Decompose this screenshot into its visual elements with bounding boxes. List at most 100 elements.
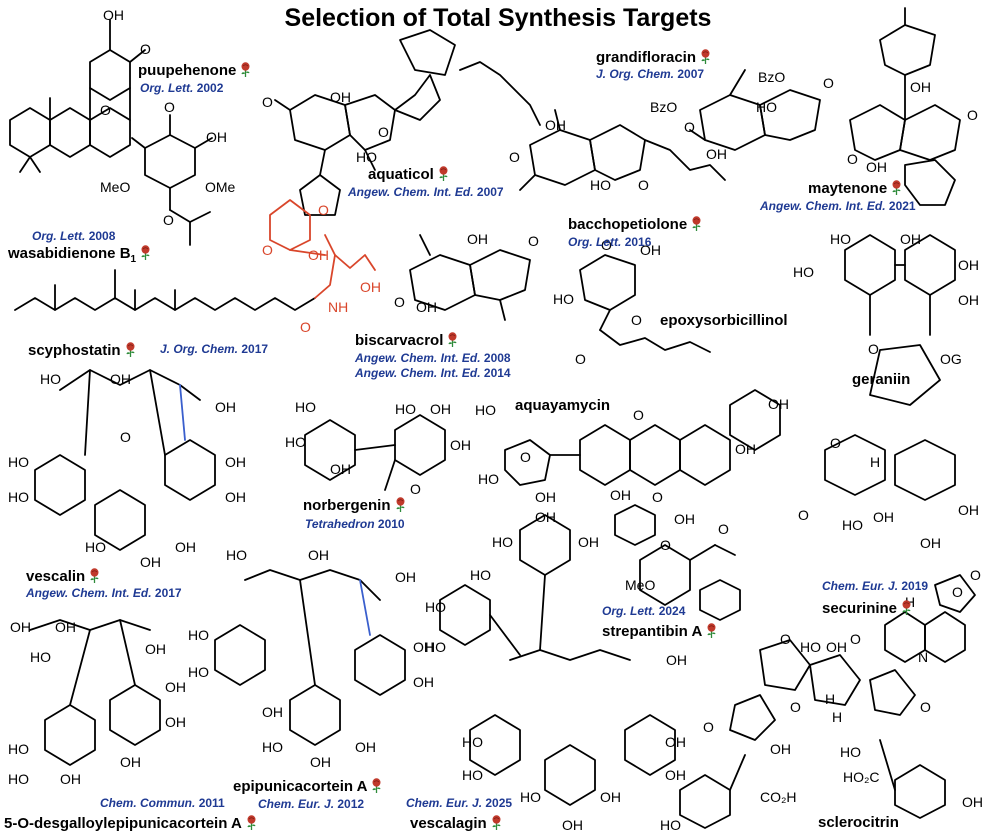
target-name-epipunicacortein: epipunicacortein A <box>233 778 382 795</box>
atom-oh: OH <box>262 704 283 720</box>
rose-icon <box>491 815 502 830</box>
atom-o: O <box>394 294 405 310</box>
atom-o: O <box>638 177 649 193</box>
atom-bzo: BzO <box>758 69 786 85</box>
atom-o: O <box>262 242 273 258</box>
target-ref-biscarvacrol-1: Angew. Chem. Int. Ed. 2008 <box>355 351 511 365</box>
atom-o: O <box>163 212 174 228</box>
atom-oh: OH <box>103 7 124 23</box>
atom-o: O <box>830 435 841 451</box>
atom-oh: OH <box>674 511 695 527</box>
atom-ho: HO <box>462 734 483 750</box>
atom-h: H <box>825 691 836 707</box>
atom-ho: HO <box>85 539 106 555</box>
target-name-securinine: securinine <box>822 600 912 617</box>
rose-icon <box>140 245 151 260</box>
atom-ho: HO <box>492 534 513 550</box>
atom-oh: OH <box>55 619 76 635</box>
target-name-geraniin: geraniin <box>852 371 911 388</box>
atom-oh: OH <box>600 789 621 805</box>
atom-oh: OH <box>430 401 451 417</box>
atom-oh: OH <box>562 817 583 833</box>
atom-oh: OH <box>10 619 31 635</box>
atom-o: O <box>120 429 131 445</box>
atom-oh: OH <box>175 539 196 555</box>
atom-ho: HO <box>842 517 863 533</box>
atom-ho: HO <box>470 567 491 583</box>
atom-oh: OH <box>165 679 186 695</box>
atom-oh: OH <box>225 454 246 470</box>
atom-ho: HO <box>8 489 29 505</box>
atom-ho: HO <box>520 789 541 805</box>
rose-icon <box>447 332 458 347</box>
target-ref-grandifloracin: J. Org. Chem. 2007 <box>596 67 705 81</box>
atom-oh: OH <box>310 754 331 770</box>
atom-oh: OH <box>610 487 631 503</box>
target-name-puupehenone: puupehenone <box>138 62 251 79</box>
target-ref-epipunicacortein: Chem. Eur. J. 2012 <box>258 797 365 811</box>
atom-o: O <box>780 631 791 647</box>
atom-oh: OH <box>330 461 351 477</box>
norbergenin-structure <box>304 414 446 491</box>
puupehenone-structure <box>9 19 146 173</box>
atom-bzo: BzO <box>650 99 678 115</box>
atom-ho: HO <box>793 264 814 280</box>
atom-o: O <box>601 237 612 253</box>
atom-ho: HO <box>462 767 483 783</box>
atom-o: O <box>520 449 531 465</box>
rose-icon <box>240 62 251 77</box>
atom-o: O <box>718 521 729 537</box>
rose-icon <box>395 497 406 512</box>
atom-oh: OH <box>900 231 921 247</box>
rose-icon <box>125 342 136 357</box>
atom-o: O <box>318 202 329 218</box>
sclerocitrin-structure <box>679 639 946 829</box>
atom-oh: OH <box>665 767 686 783</box>
atom-o: O <box>660 537 671 553</box>
target-ref-vescalagin: Chem. Eur. J. 2025 <box>406 796 513 810</box>
target-name-epoxysorbicillinol: epoxysorbicillinol <box>660 312 788 329</box>
atom-ho: HO <box>295 399 316 415</box>
target-name-norbergenin: norbergenin <box>303 497 406 514</box>
atom-o: O <box>633 407 644 423</box>
atom-oh: OH <box>395 569 416 585</box>
target-ref-maytenone: Angew. Chem. Int. Ed. 2021 <box>760 199 916 213</box>
atom-oh: OH <box>910 79 931 95</box>
geraniin-structure <box>824 234 956 501</box>
atom-oh: OH <box>360 279 381 295</box>
atom-oh: OH <box>706 146 727 162</box>
maytenone-structure <box>849 7 961 206</box>
atom-o: O <box>164 99 175 115</box>
page-title: Selection of Total Synthesis Targets <box>284 4 712 32</box>
atom-oh: OH <box>60 771 81 787</box>
atom-oh: OH <box>145 641 166 657</box>
atom-o: O <box>631 312 642 328</box>
atom-oh: OH <box>140 554 161 570</box>
bacchopetiolone-structure <box>459 61 726 191</box>
atom-ho: HO <box>800 639 821 655</box>
biscarvacrol-structure <box>409 234 531 321</box>
atom-oh: OH <box>308 547 329 563</box>
atom-oh: OH <box>735 441 756 457</box>
target-name-desgalloylepipunicacortein: 5-O-desgalloylepipunicacortein A <box>4 815 257 832</box>
atom-ho: HO <box>830 231 851 247</box>
atom-ho: HO <box>756 99 777 115</box>
atom-oh: OH <box>120 754 141 770</box>
atom-ho: HO <box>8 741 29 757</box>
atom-ho: HO <box>425 639 446 655</box>
atom-oh: OH <box>665 734 686 750</box>
atom-oh: OH <box>866 159 887 175</box>
securinine-structure <box>884 574 976 663</box>
target-ref-biscarvacrol-2: Angew. Chem. Int. Ed. 2014 <box>355 366 511 380</box>
atom-o: O <box>300 319 311 335</box>
atom-ho: HO <box>226 547 247 563</box>
atom-oh: OH <box>206 129 227 145</box>
rose-icon <box>700 49 711 64</box>
rose-icon <box>246 815 257 830</box>
atom-o: O <box>410 481 421 497</box>
target-name-grandifloracin: grandifloracin <box>596 49 711 66</box>
atom-o: O <box>684 119 695 135</box>
atom-ho: HO <box>840 744 861 760</box>
atom-o: O <box>703 719 714 735</box>
atom-ho: HO <box>30 649 51 665</box>
